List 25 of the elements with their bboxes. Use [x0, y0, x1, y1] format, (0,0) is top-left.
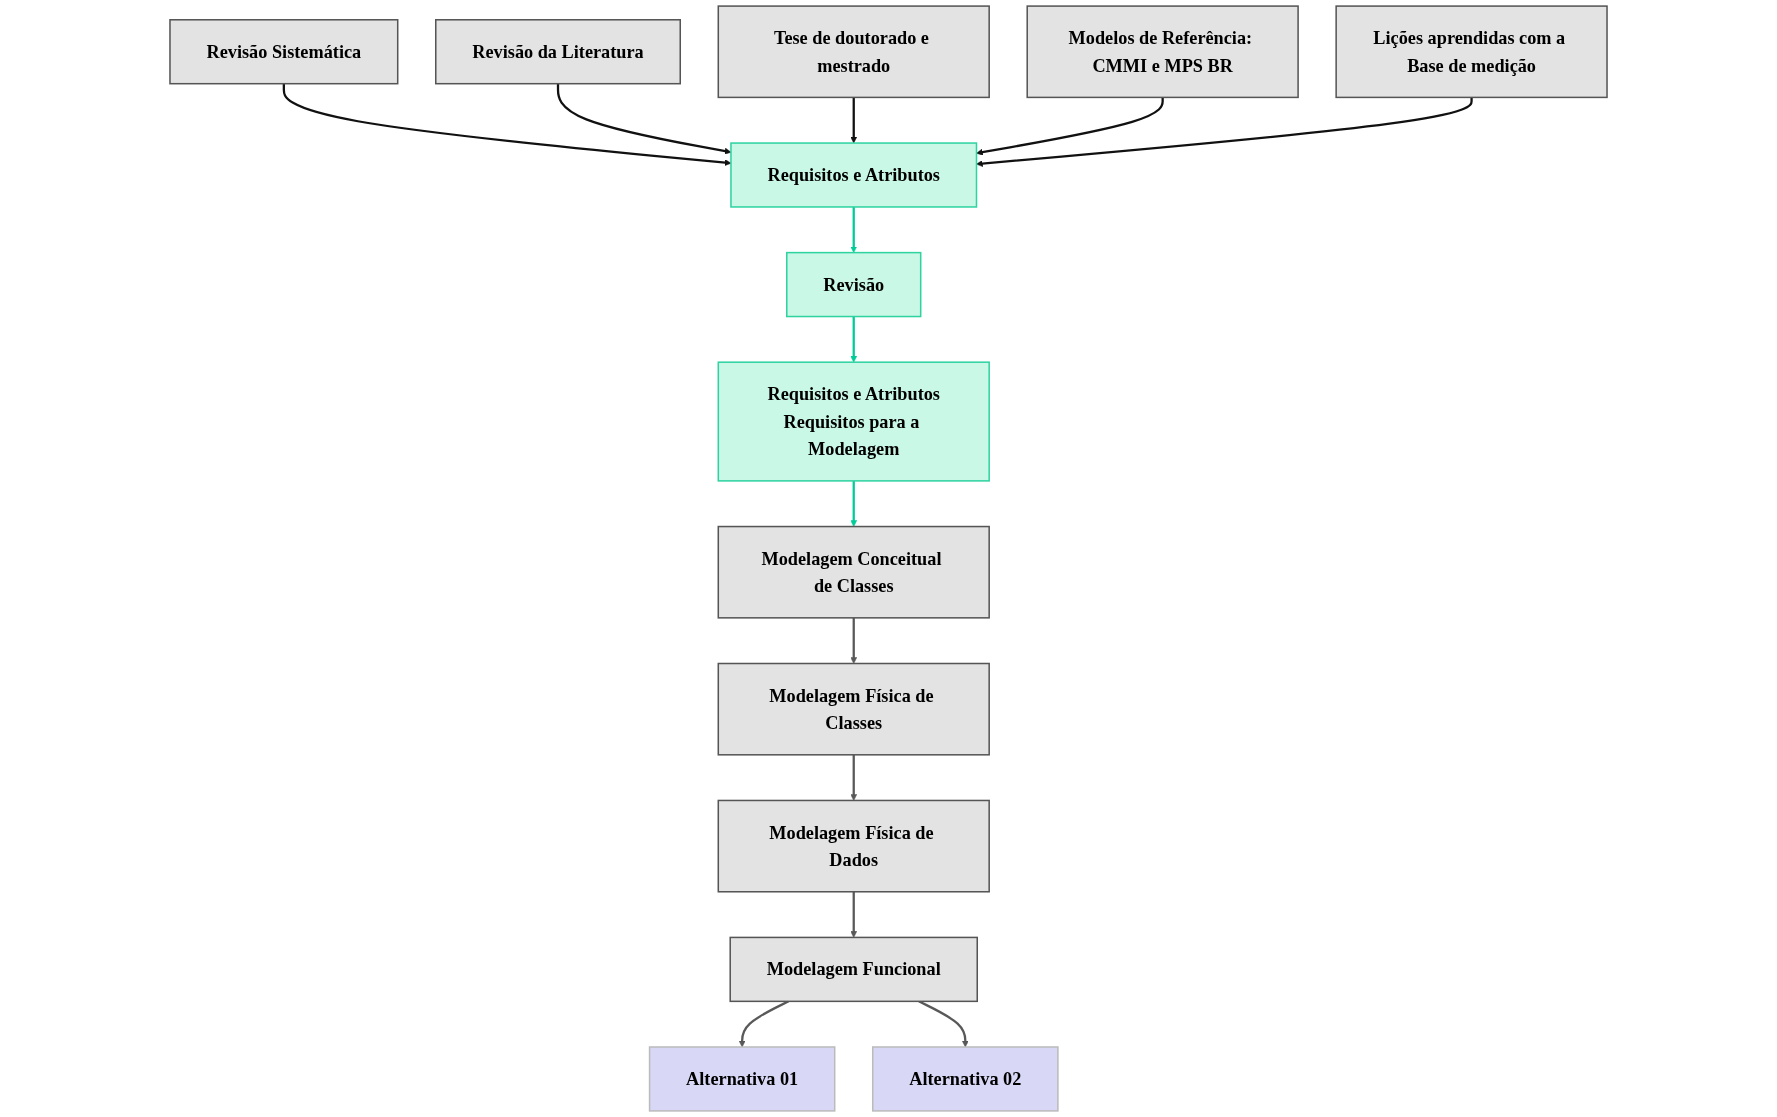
- node-box: Alternativa 02: [872, 1046, 1059, 1112]
- arrow: [850, 316, 858, 363]
- node-box: Modelagem Funcional: [729, 936, 978, 1003]
- node-box: Revisão Sistemática: [169, 19, 399, 85]
- node-box: Modelos de Referência: CMMI e MPS BR: [1026, 5, 1299, 99]
- arrow: [918, 1000, 969, 1048]
- node-box: Revisão: [786, 251, 922, 318]
- arrow: [738, 1000, 790, 1048]
- node-box: Lições aprendidas com a Base de medição: [1335, 5, 1608, 99]
- arrow: [850, 206, 858, 253]
- node-box: Alternativa 01: [648, 1046, 836, 1112]
- arrow: [976, 97, 1164, 156]
- node-box: Modelagem Conceitual de Classes: [717, 525, 990, 619]
- arrow: [850, 754, 858, 801]
- arrow: [976, 97, 1473, 167]
- node-box: Modelagem Física de Classes: [717, 662, 990, 756]
- node-box: Requisitos e Atributos Requisitos para a Modelagem: [717, 361, 990, 482]
- node-box: Tese de doutorado e mestrado: [717, 5, 990, 99]
- arrow: [850, 480, 858, 527]
- arrow: [850, 97, 858, 144]
- arrow: [850, 891, 858, 938]
- node-box: Requisitos e Atributos: [730, 142, 978, 208]
- node-box: Revisão da Literatura: [435, 19, 681, 85]
- node-box: Modelagem Física de Dados: [717, 799, 990, 893]
- arrow: [850, 617, 858, 664]
